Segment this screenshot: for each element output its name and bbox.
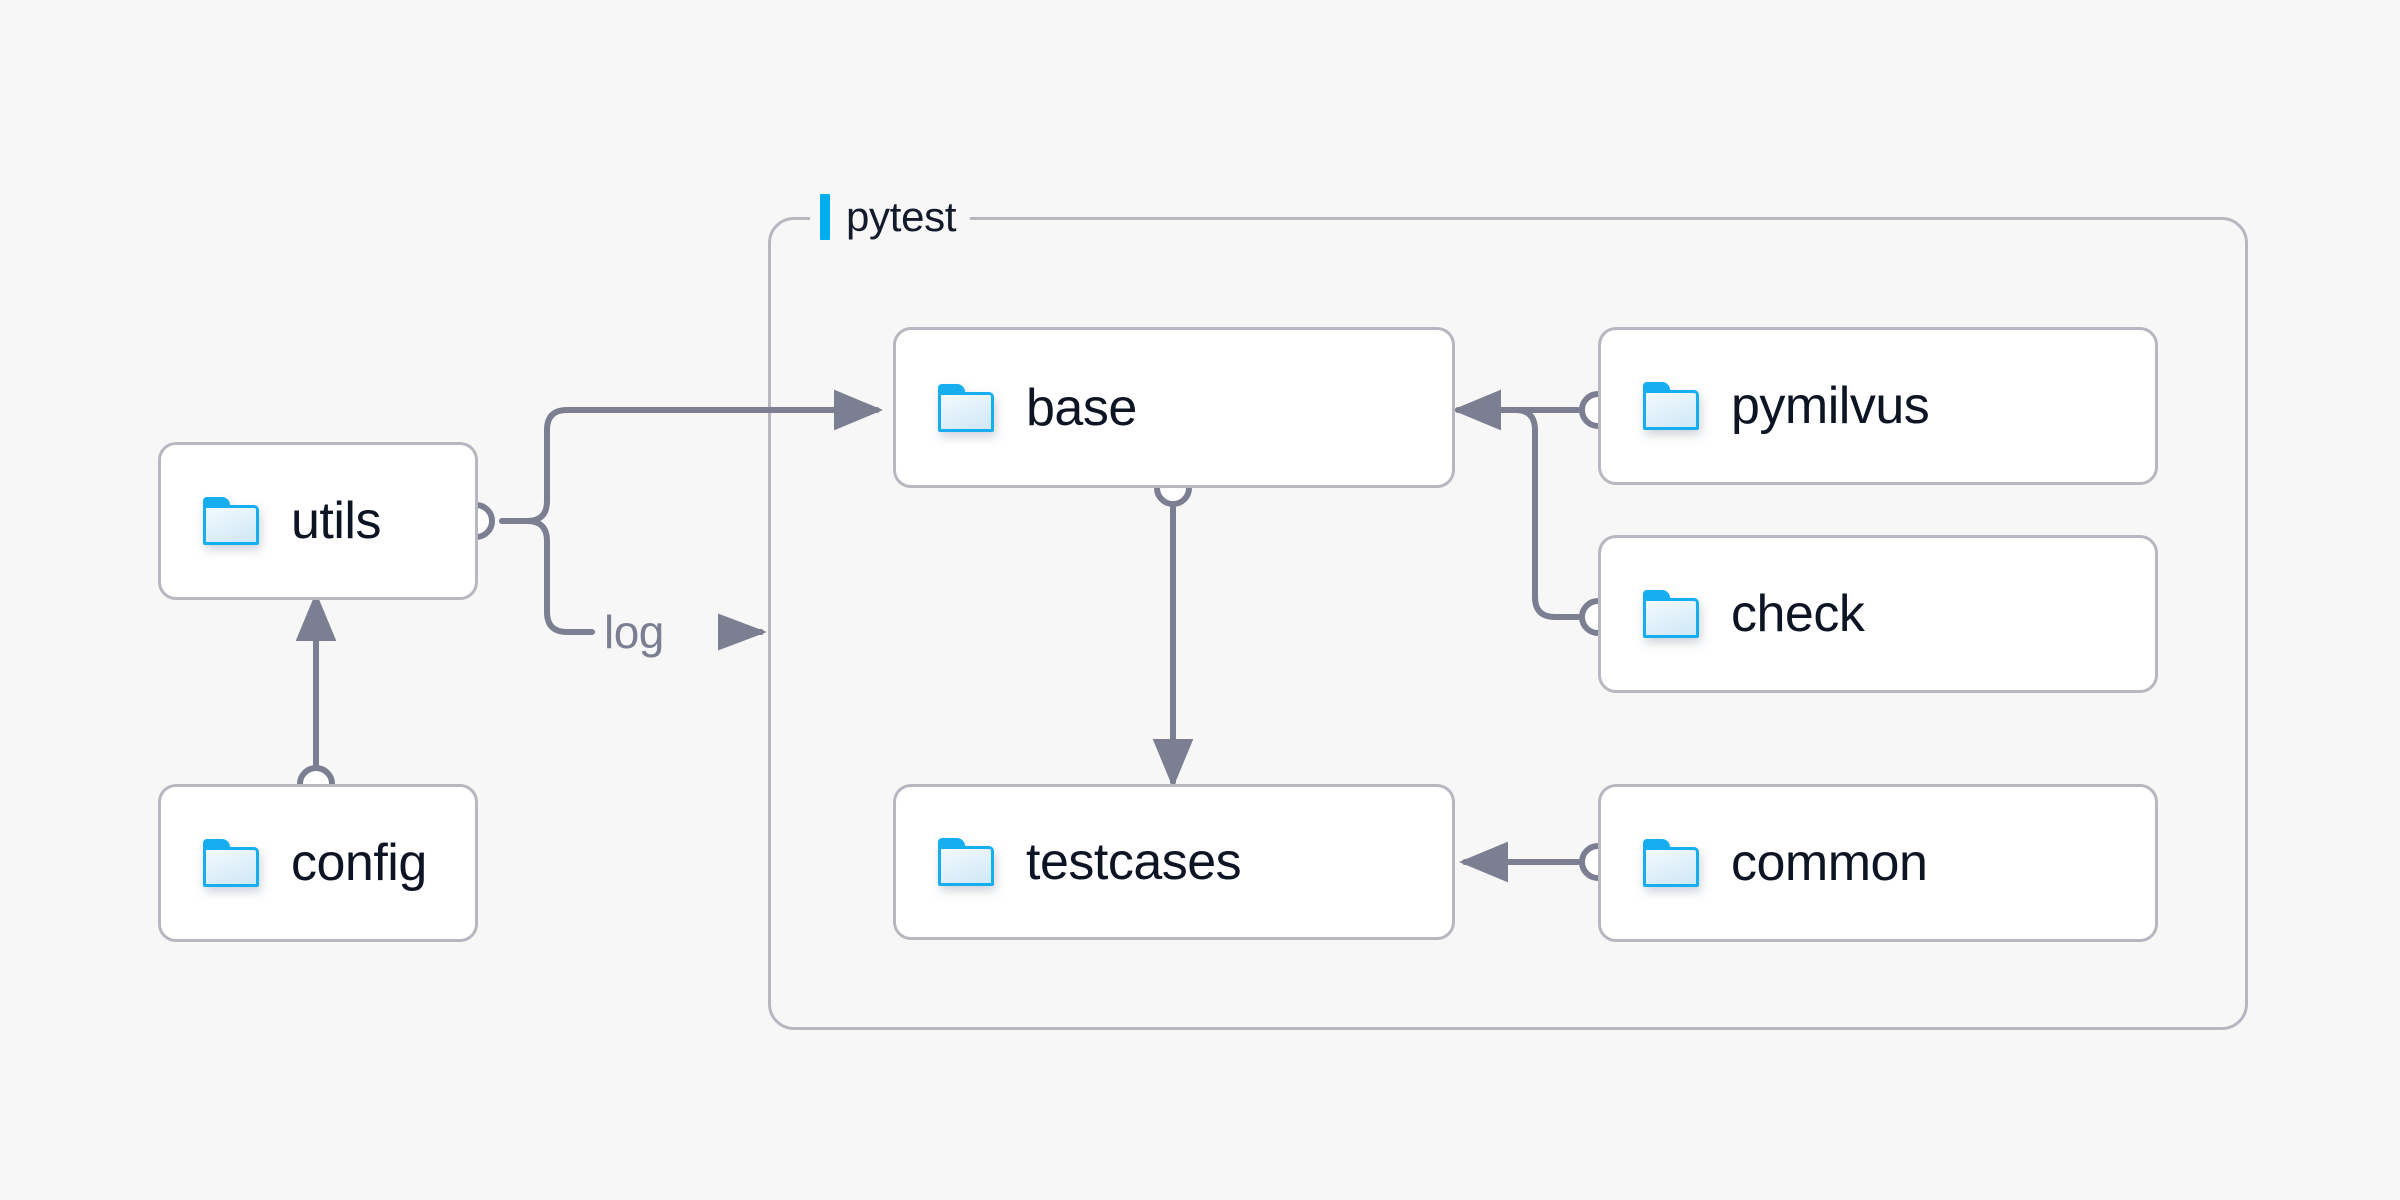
group-accent-bar	[820, 194, 830, 240]
node-testcases[interactable]: testcases	[893, 784, 1455, 940]
folder-icon	[938, 383, 994, 432]
group-container-pytest[interactable]	[768, 217, 2248, 1030]
folder-icon	[1643, 382, 1699, 430]
edge-utils-to-log	[499, 518, 595, 635]
node-label-config: config	[291, 834, 427, 892]
node-label-common: common	[1731, 834, 1928, 892]
folder-icon	[938, 838, 994, 886]
node-base[interactable]: base	[893, 327, 1455, 488]
node-config[interactable]: config	[158, 784, 478, 942]
node-label-testcases: testcases	[1026, 833, 1242, 891]
group-title-text: pytest	[846, 193, 957, 240]
node-label-utils: utils	[291, 492, 381, 550]
node-check[interactable]: check	[1598, 535, 2158, 693]
node-label-base: base	[1026, 378, 1137, 437]
node-utils[interactable]: utils	[158, 442, 478, 600]
node-common[interactable]: common	[1598, 784, 2158, 942]
node-label-check: check	[1731, 585, 1865, 643]
node-label-pymilvus: pymilvus	[1731, 377, 1930, 435]
folder-icon	[1643, 839, 1699, 887]
group-label-pytest: pytest	[810, 188, 971, 246]
node-pymilvus[interactable]: pymilvus	[1598, 327, 2158, 485]
folder-icon	[1643, 590, 1699, 638]
edge-label-log: log	[604, 606, 664, 658]
folder-icon	[203, 839, 259, 887]
folder-icon	[203, 497, 259, 545]
